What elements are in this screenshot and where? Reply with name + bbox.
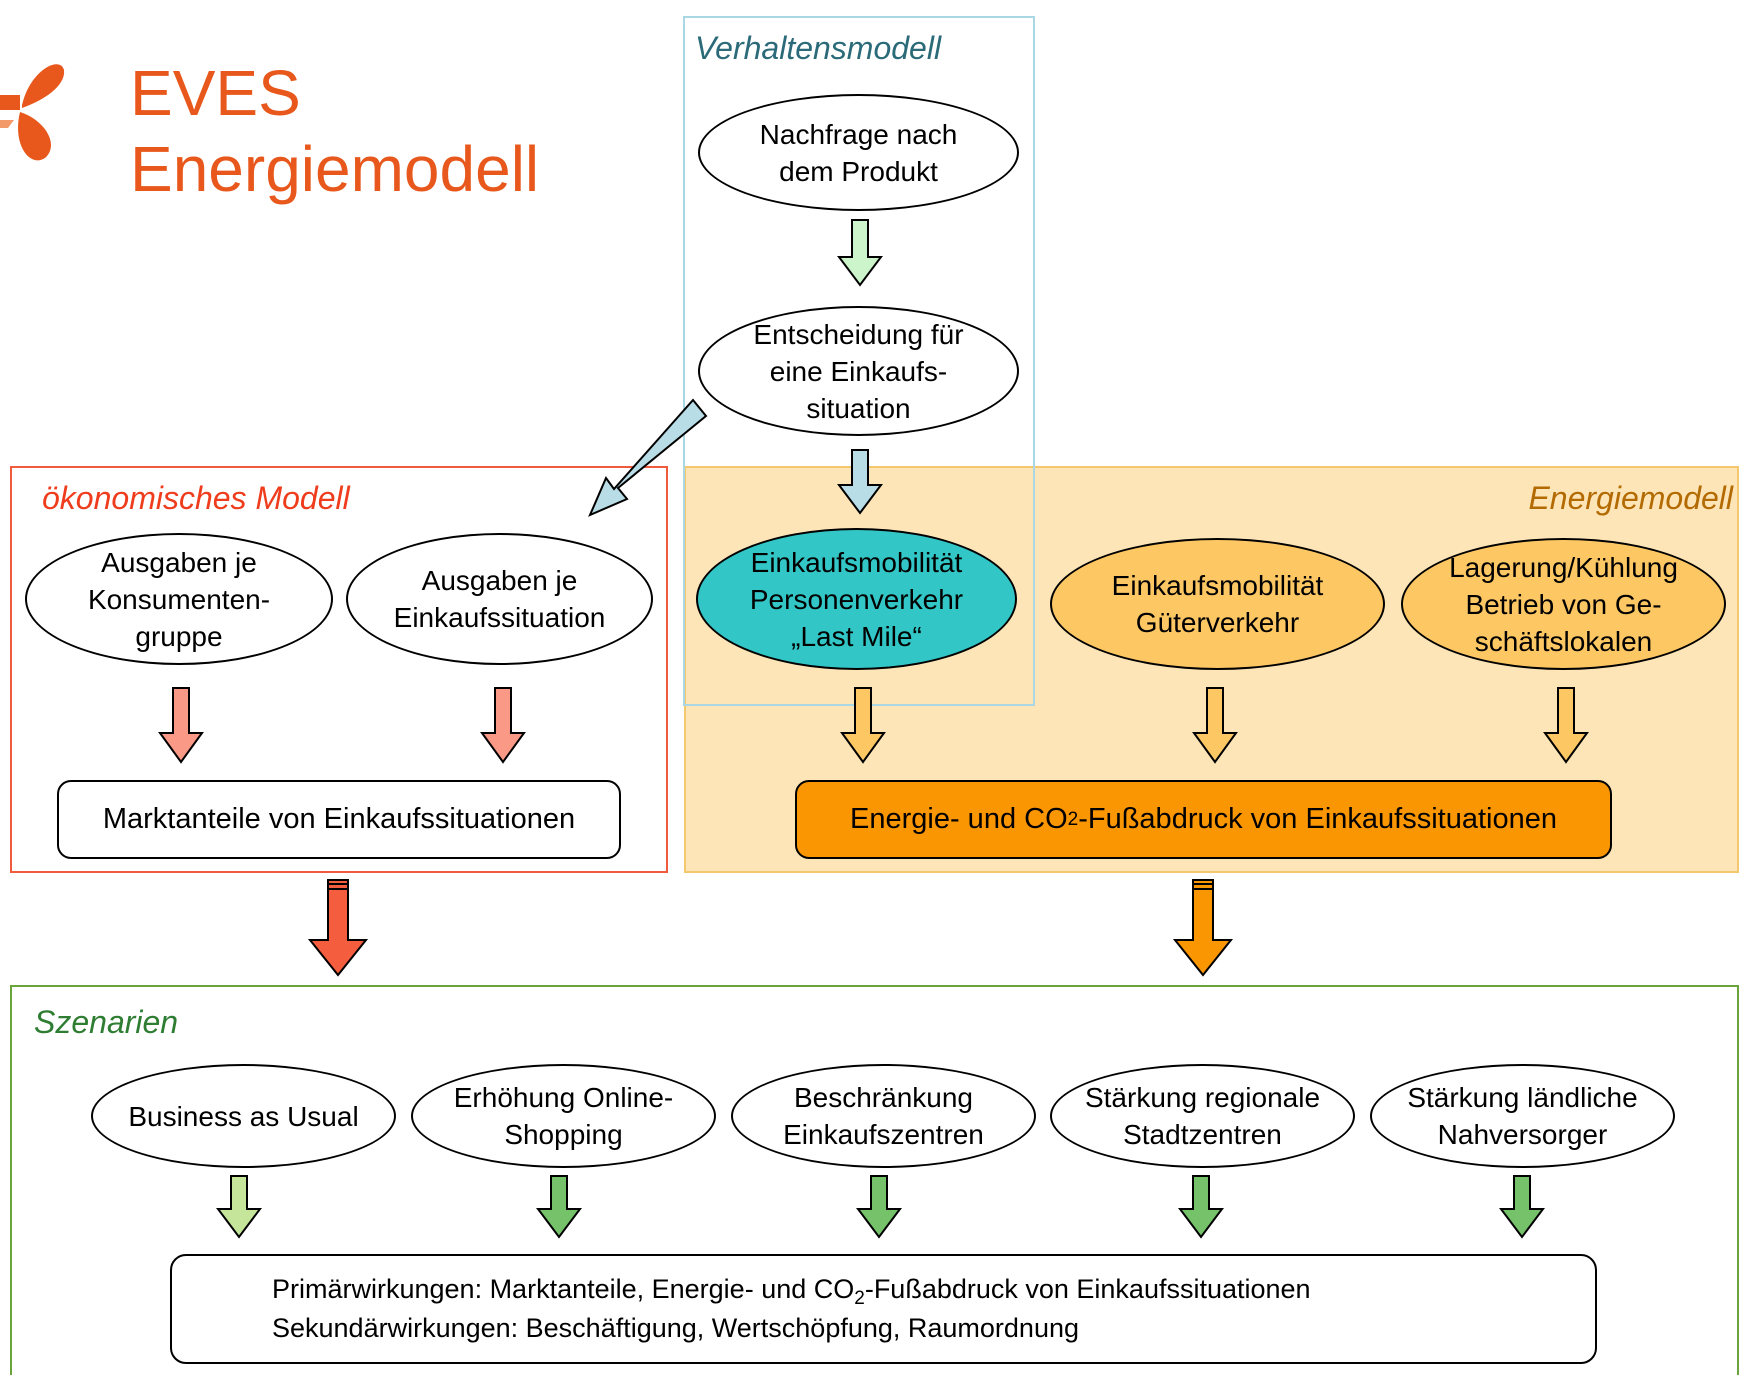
node-storage-cooling: Lagerung/Kühlung Betrieb von Ge- schäfts… xyxy=(1401,538,1726,670)
primary-effects-sub: 2 xyxy=(854,1288,865,1309)
arrow-decision-to-economic xyxy=(588,398,708,517)
scenario-online-shopping: Erhöhung Online- Shopping xyxy=(411,1064,716,1168)
node-consumer-group-spending: Ausgaben je Konsumenten- gruppe xyxy=(25,533,333,665)
arrow-person-mobility-to-footprint xyxy=(840,687,886,764)
footprint-text-pre: Energie- und CO xyxy=(850,803,1068,835)
arrow-goods-mobility-to-footprint xyxy=(1192,687,1238,764)
scenarios-label: Szenarien xyxy=(34,1004,179,1040)
node-demand: Nachfrage nach dem Produkt xyxy=(698,94,1019,211)
economic-model-label: ökonomisches Modell xyxy=(42,480,350,516)
scenarios-frame xyxy=(10,985,1739,1375)
node-person-mobility: Einkaufsmobilität Personenverkehr „Last … xyxy=(696,528,1017,670)
arrow-storage-to-footprint xyxy=(1543,687,1589,764)
primary-effects-pre: Primärwirkungen: Marktanteile, Energie- … xyxy=(272,1274,855,1304)
scenario-limit-shopping-centers: Beschränkung Einkaufszentren xyxy=(731,1064,1036,1168)
energy-model-label: Energiemodell xyxy=(1528,480,1733,516)
scenario-effects-result: Primärwirkungen: Marktanteile, Energie- … xyxy=(170,1254,1597,1364)
economic-model-frame xyxy=(10,466,668,873)
scenario-regional-centers: Stärkung regionale Stadtzentren xyxy=(1050,1064,1355,1168)
title-line-2: Energiemodell xyxy=(130,133,540,205)
behavior-model-label: Verhaltensmodell xyxy=(695,30,942,66)
arrow-scenario-2 xyxy=(536,1175,582,1239)
arrow-scenario-3 xyxy=(856,1175,902,1239)
arrow-scenario-1 xyxy=(216,1175,262,1239)
arrow-consumer-to-market xyxy=(158,687,204,764)
arrow-economic-to-scenarios xyxy=(307,879,369,977)
arrow-demand-to-decision xyxy=(837,219,883,287)
node-situation-spending: Ausgaben je Einkaufssituation xyxy=(346,533,653,665)
node-decision: Entscheidung für eine Einkaufs- situatio… xyxy=(698,306,1019,436)
arrow-decision-to-mobility xyxy=(837,449,883,515)
scenario-business-as-usual: Business as Usual xyxy=(91,1064,396,1168)
footprint-text-post: -Fußabdruck von Einkaufssituationen xyxy=(1078,803,1557,835)
primary-effects-line: Primärwirkungen: Marktanteile, Energie- … xyxy=(272,1270,1595,1309)
market-share-result: Marktanteile von Einkaufssituationen xyxy=(57,780,621,859)
page-title: EVES Energiemodell xyxy=(130,55,539,207)
secondary-effects-line: Sekundärwirkungen: Beschäftigung, Wertsc… xyxy=(272,1313,1079,1343)
arrow-situation-to-market xyxy=(480,687,526,764)
scenario-rural-suppliers: Stärkung ländliche Nahversorger xyxy=(1370,1064,1675,1168)
eves-logo-icon xyxy=(0,64,65,161)
title-line-1: EVES xyxy=(130,57,301,129)
arrow-scenario-4 xyxy=(1178,1175,1224,1239)
primary-effects-post: -Fußabdruck von Einkaufssituationen xyxy=(864,1274,1311,1304)
node-goods-mobility: Einkaufsmobilität Güterverkehr xyxy=(1050,538,1385,670)
arrow-energy-to-scenarios xyxy=(1172,879,1234,977)
arrow-scenario-5 xyxy=(1499,1175,1545,1239)
